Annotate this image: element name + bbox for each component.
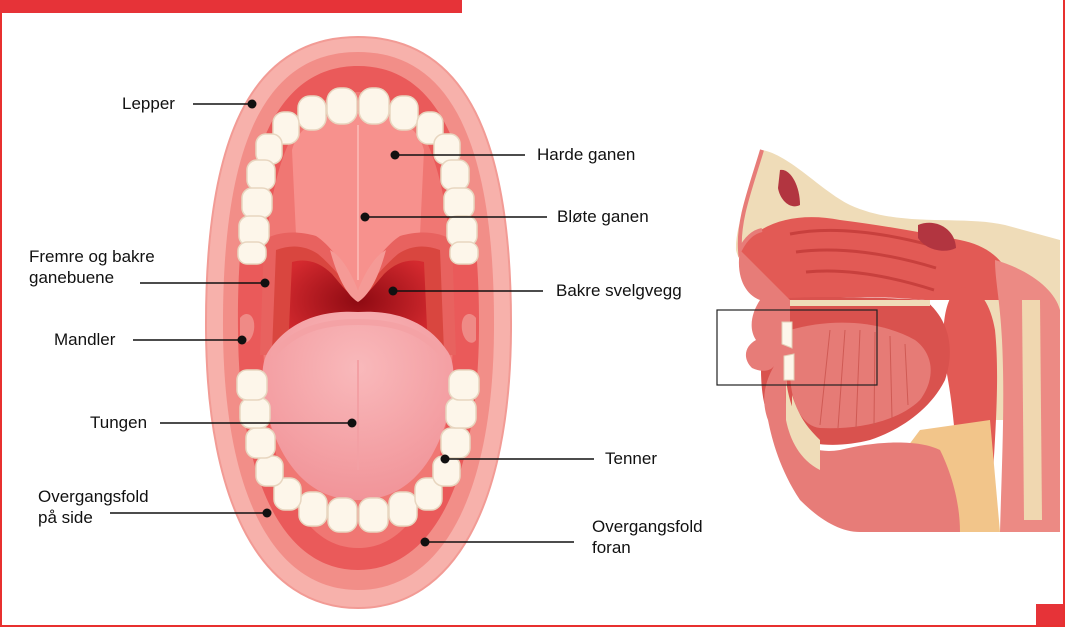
front-teeth (782, 322, 792, 348)
label-lepper: Lepper (122, 93, 175, 114)
head-cross-section (717, 150, 1060, 532)
label-bakre-svelgvegg: Bakre svelgvegg (556, 280, 682, 301)
label-tenner: Tenner (605, 448, 657, 469)
label-fremre-og-bakre-ganebuene: Fremre og bakre ganebuene (29, 246, 155, 288)
label-tungen: Tungen (90, 412, 147, 433)
label-blote-ganen: Bløte ganen (557, 206, 649, 227)
label-overgangsfold-pa-side: Overgangsfold på side (38, 486, 149, 528)
label-mandler: Mandler (54, 329, 115, 350)
open-mouth-front-view (206, 37, 511, 608)
label-harde-ganen: Harde ganen (537, 144, 635, 165)
spine-discs (1022, 300, 1042, 520)
label-overgangsfold-foran: Overgangsfold foran (592, 516, 703, 558)
